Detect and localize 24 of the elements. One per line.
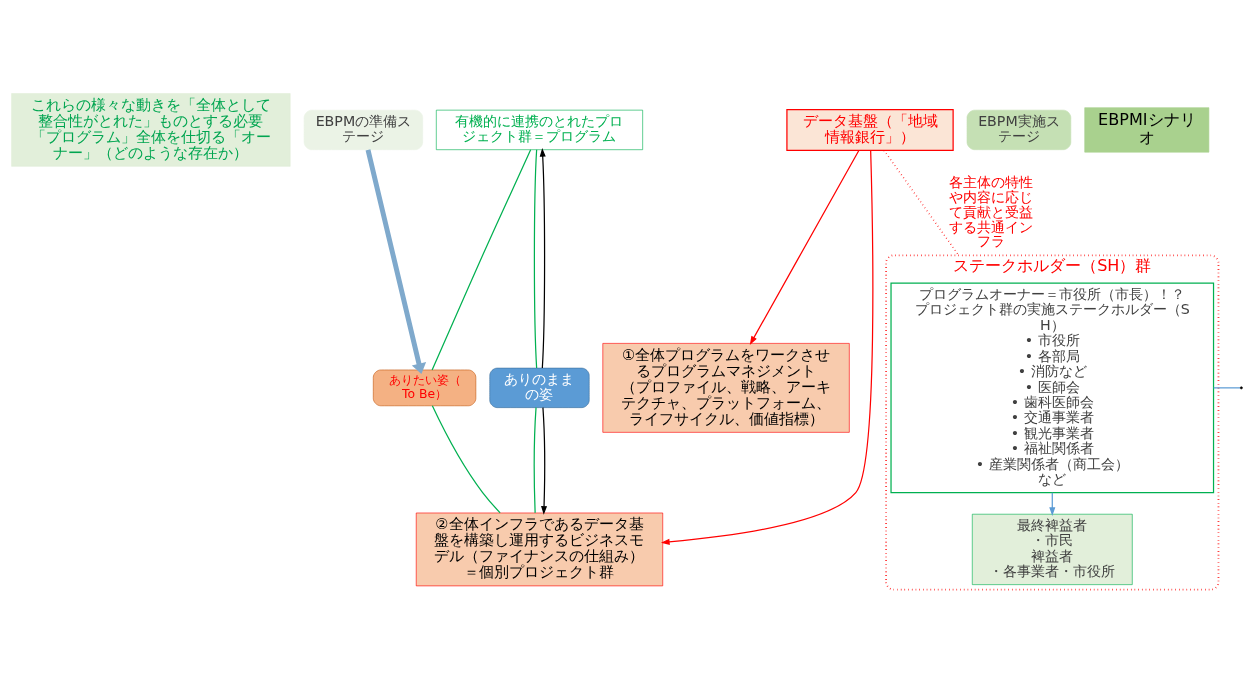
connector	[533, 406, 537, 513]
arrow	[749, 149, 860, 345]
node-box: 有機的に連携のとれたプロジェクト群＝プログラム	[436, 109, 643, 150]
connector	[431, 404, 501, 513]
arrow	[539, 147, 546, 369]
connector	[1213, 386, 1241, 388]
node-box: ありたい姿（To Be）	[373, 369, 477, 406]
node-box: プログラムオーナー＝市役所（市長）！？ プロジェクト群の実施ステークホルダー（SH） • 市役所 • 各部局 • 消防など • 医師会 • 歯科医師会 • 交通事業者 • 観光事業者 • 福祉関係者 • 産業関係者（商工会） など	[890, 282, 1215, 493]
node-box: ②全体インフラであるデータ基盤を構築し運用するビジネスモデル（ファイナンスの仕組み）＝個別プロジェクト群	[415, 512, 664, 586]
node-box: EBPMの準備ステージ	[303, 109, 424, 150]
arrow	[541, 406, 548, 515]
node-box: EBPM実施ステージ	[966, 109, 1072, 150]
node-box: 最終裨益者 ・市民 裨益者 ・各事業者・市役所	[971, 513, 1133, 585]
edge-label: 各主体の特性や内容に応じて貢献と受益する共通インフラ	[949, 173, 1034, 249]
connector	[533, 148, 538, 369]
connector	[431, 148, 532, 371]
arrow	[660, 149, 874, 545]
node-box: EBPMIシナリオ	[1084, 106, 1210, 152]
node-box: データ基盤（「地域情報銀行」）	[786, 108, 954, 151]
node-box: ①全体プログラムをワークさせるプログラムマネジメント （プロファイル、戦略、アーキテクチャ、プラットフォーム、ライフサイクル、価値指標）	[602, 342, 850, 433]
connector	[883, 149, 960, 256]
node-box: これらの様々な動きを「全体として整合性がとれた」ものとする必要 「プログラム」全体を仕切る「オーナー」（どのような存在か）	[11, 92, 291, 167]
arrow	[365, 148, 427, 374]
node-box: ありのままの姿	[489, 367, 590, 408]
